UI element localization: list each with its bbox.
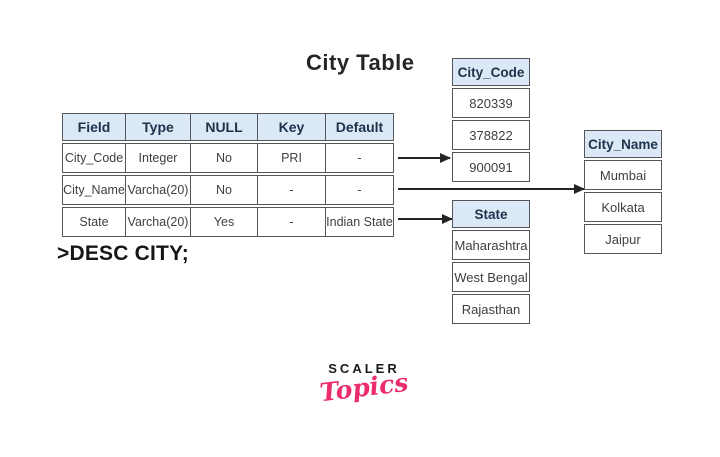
value-table-header: State xyxy=(452,200,530,228)
value-table-state: State Maharashtra West Bengal Rajasthan xyxy=(452,200,530,326)
value-cell: Kolkata xyxy=(584,192,662,222)
schema-table: Field Type NULL Key Default City_Code In… xyxy=(62,113,394,239)
cell-field: City_Name xyxy=(62,175,126,205)
value-cell: Rajasthan xyxy=(452,294,530,324)
schema-header-null: NULL xyxy=(190,113,258,141)
diagram-title: City Table xyxy=(306,50,415,75)
cell-null: No xyxy=(190,143,258,173)
cell-key: - xyxy=(257,207,326,237)
cell-key: - xyxy=(257,175,326,205)
schema-row-state: State Varcha(20) Yes - Indian State xyxy=(62,207,394,237)
value-cell: 900091 xyxy=(452,152,530,182)
value-cell: Jaipur xyxy=(584,224,662,254)
value-cell: West Bengal xyxy=(452,262,530,292)
arrow-state xyxy=(398,214,453,224)
cell-key: PRI xyxy=(257,143,326,173)
schema-header-type: Type xyxy=(125,113,191,141)
scaler-topics-logo: SCALER Topics xyxy=(308,360,420,407)
value-cell: Mumbai xyxy=(584,160,662,190)
cell-type: Integer xyxy=(125,143,191,173)
logo-brand-text: SCALER xyxy=(328,361,400,376)
value-table-header: City_Code xyxy=(452,58,530,86)
value-table-header: City_Name xyxy=(584,130,662,158)
schema-header-field: Field xyxy=(62,113,126,141)
cell-type: Varcha(20) xyxy=(125,175,191,205)
value-cell: Maharashtra xyxy=(452,230,530,260)
arrow-citycode xyxy=(398,153,451,163)
arrow-cityname xyxy=(398,184,585,194)
cell-null: No xyxy=(190,175,258,205)
cell-type: Varcha(20) xyxy=(125,207,191,237)
value-cell: 820339 xyxy=(452,88,530,118)
schema-row-citycode: City_Code Integer No PRI - xyxy=(62,143,394,173)
desc-city-command: >DESC CITY; xyxy=(57,242,189,265)
cell-default: - xyxy=(325,175,394,205)
schema-row-cityname: City_Name Varcha(20) No - - xyxy=(62,175,394,205)
cell-field: City_Code xyxy=(62,143,126,173)
value-table-cityname: City_Name Mumbai Kolkata Jaipur xyxy=(584,130,662,256)
logo-sub-text: Topics xyxy=(318,367,410,408)
cell-field: State xyxy=(62,207,126,237)
cell-default: - xyxy=(325,143,394,173)
schema-header-row: Field Type NULL Key Default xyxy=(62,113,394,141)
value-table-citycode: City_Code 820339 378822 900091 xyxy=(452,58,530,184)
value-cell: 378822 xyxy=(452,120,530,150)
cell-null: Yes xyxy=(190,207,258,237)
schema-header-key: Key xyxy=(257,113,326,141)
schema-header-default: Default xyxy=(325,113,394,141)
cell-default: Indian State xyxy=(325,207,394,237)
